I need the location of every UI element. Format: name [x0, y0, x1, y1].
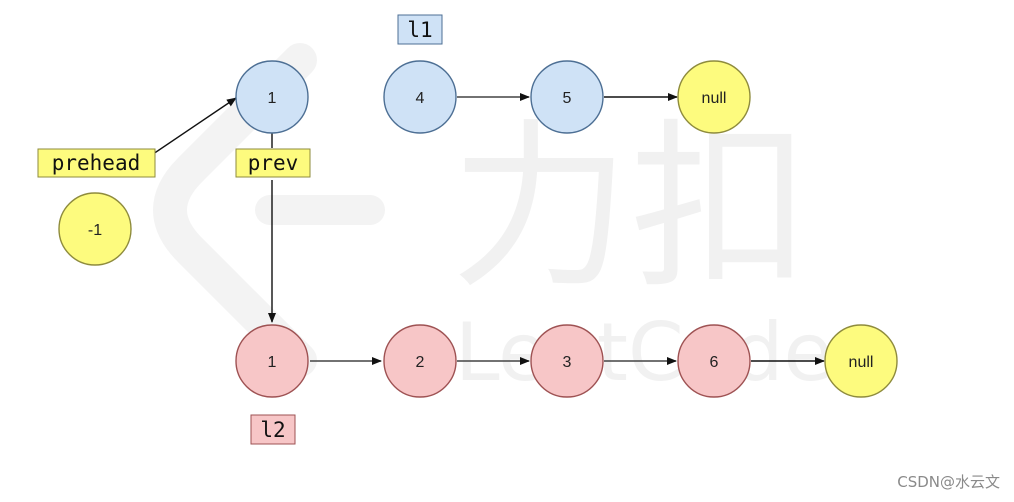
node-prehead: -1	[58, 192, 132, 266]
node-l1-null: null	[677, 60, 751, 134]
node-value: 4	[416, 90, 425, 107]
leetcode-logo-icon	[153, 43, 317, 377]
node-l2-2: 2	[383, 324, 457, 398]
node-circle	[383, 324, 457, 398]
node-value: null	[849, 354, 874, 371]
tag-text: l2	[260, 418, 285, 442]
watermark-brand-cn: 力扣	[450, 104, 810, 313]
node-circle	[235, 60, 309, 134]
node-circle	[530, 60, 604, 134]
node-value: null	[702, 90, 727, 107]
tag-prehead: prehead	[37, 148, 156, 178]
tag-box	[250, 414, 296, 445]
node-value: 2	[416, 354, 425, 371]
leetcode-watermark: 力扣 LeetCode	[153, 43, 833, 399]
node-value: 6	[710, 354, 719, 371]
node-l2-null: null	[824, 324, 898, 398]
node-l1-1: 1	[235, 60, 309, 134]
node-circle	[530, 324, 604, 398]
tag-box	[397, 14, 443, 45]
tag-text: prev	[248, 151, 299, 175]
tag-box	[235, 148, 311, 178]
node-circle	[677, 324, 751, 398]
node-l1-4: 4	[383, 60, 457, 134]
node-circle	[235, 324, 309, 398]
node-l2-1: 1	[235, 324, 309, 398]
tag-text: prehead	[52, 151, 141, 175]
node-l2-6: 6	[677, 324, 751, 398]
node-value: -1	[88, 222, 102, 239]
node-circle	[824, 324, 898, 398]
node-value: 5	[563, 90, 572, 107]
tag-l2: l2	[250, 414, 296, 445]
node-value: 1	[268, 354, 277, 371]
node-value: 1	[268, 90, 277, 107]
node-circle	[58, 192, 132, 266]
node-circle	[677, 60, 751, 134]
node-value: 3	[563, 354, 572, 371]
node-circle	[383, 60, 457, 134]
tag-prev: prev	[235, 148, 311, 178]
watermark-brand-en: LeetCode	[455, 306, 833, 399]
tag-box	[37, 148, 156, 178]
tag-l1: l1	[397, 14, 443, 45]
source-credit: CSDN@水云文	[897, 473, 1000, 491]
tag-text: l1	[407, 18, 432, 42]
node-l1-5: 5	[530, 60, 604, 134]
node-l2-3: 3	[530, 324, 604, 398]
